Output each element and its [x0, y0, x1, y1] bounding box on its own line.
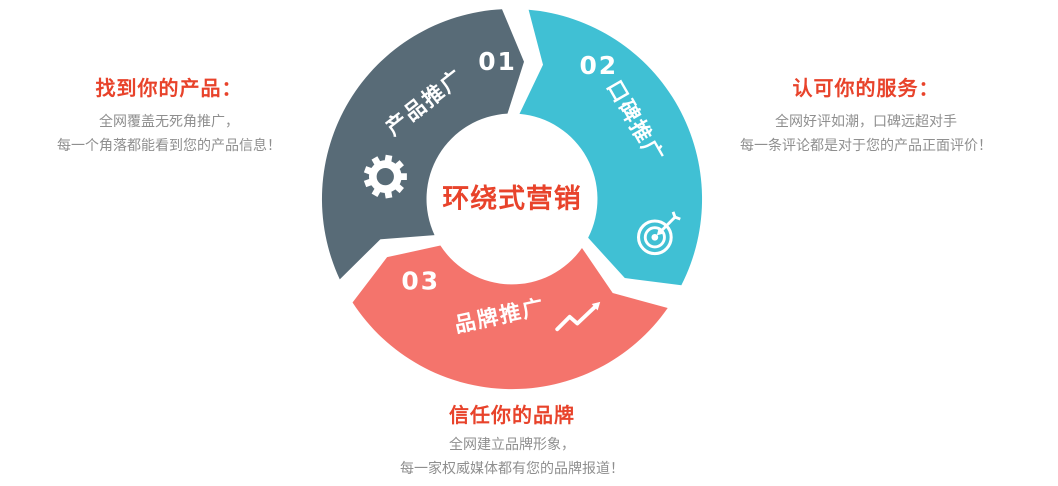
segment-reputation-number: 02 [579, 51, 618, 80]
center-title: 环绕式营销 [442, 183, 581, 215]
segment-product-number: 01 [478, 47, 517, 76]
callout-brand: 信任你的品牌 全网建立品牌形象， 每一家权威媒体都有您的品牌报道！ [352, 399, 672, 481]
segment-reputation [519, 9, 703, 286]
callout-left-heading: 找到你的产品： [95, 76, 243, 100]
callout-bottom-line-1: 全网建立品牌形象， [449, 437, 575, 453]
segment-brand [352, 245, 668, 390]
callout-right-line-1: 全网好评如潮，口碑远超对手 [775, 114, 957, 130]
callout-product: 找到你的产品： 全网覆盖无死角推广， 每一个角落都能看到您的产品信息！ [8, 72, 330, 158]
callout-service: 认可你的服务： 全网好评如潮，口碑远超对手 每一条评论都是对于您的产品正面评价！ [692, 72, 1040, 158]
segment-brand-number: 03 [401, 267, 440, 296]
segment-product [321, 9, 524, 280]
callout-bottom-line-2: 每一家权威媒体都有您的品牌报道！ [400, 461, 624, 477]
target-icon [636, 211, 681, 256]
callout-left-line-2: 每一个角落都能看到您的产品信息！ [57, 138, 281, 154]
callout-right-line-2: 每一条评论都是对于您的产品正面评价！ [740, 138, 992, 154]
callout-bottom-heading: 信任你的品牌 [449, 403, 575, 427]
chart-up-icon [555, 301, 601, 332]
callout-right-heading: 认可你的服务： [792, 76, 940, 100]
gear-icon [363, 154, 407, 199]
callout-left-line-1: 全网覆盖无死角推广， [99, 114, 239, 130]
